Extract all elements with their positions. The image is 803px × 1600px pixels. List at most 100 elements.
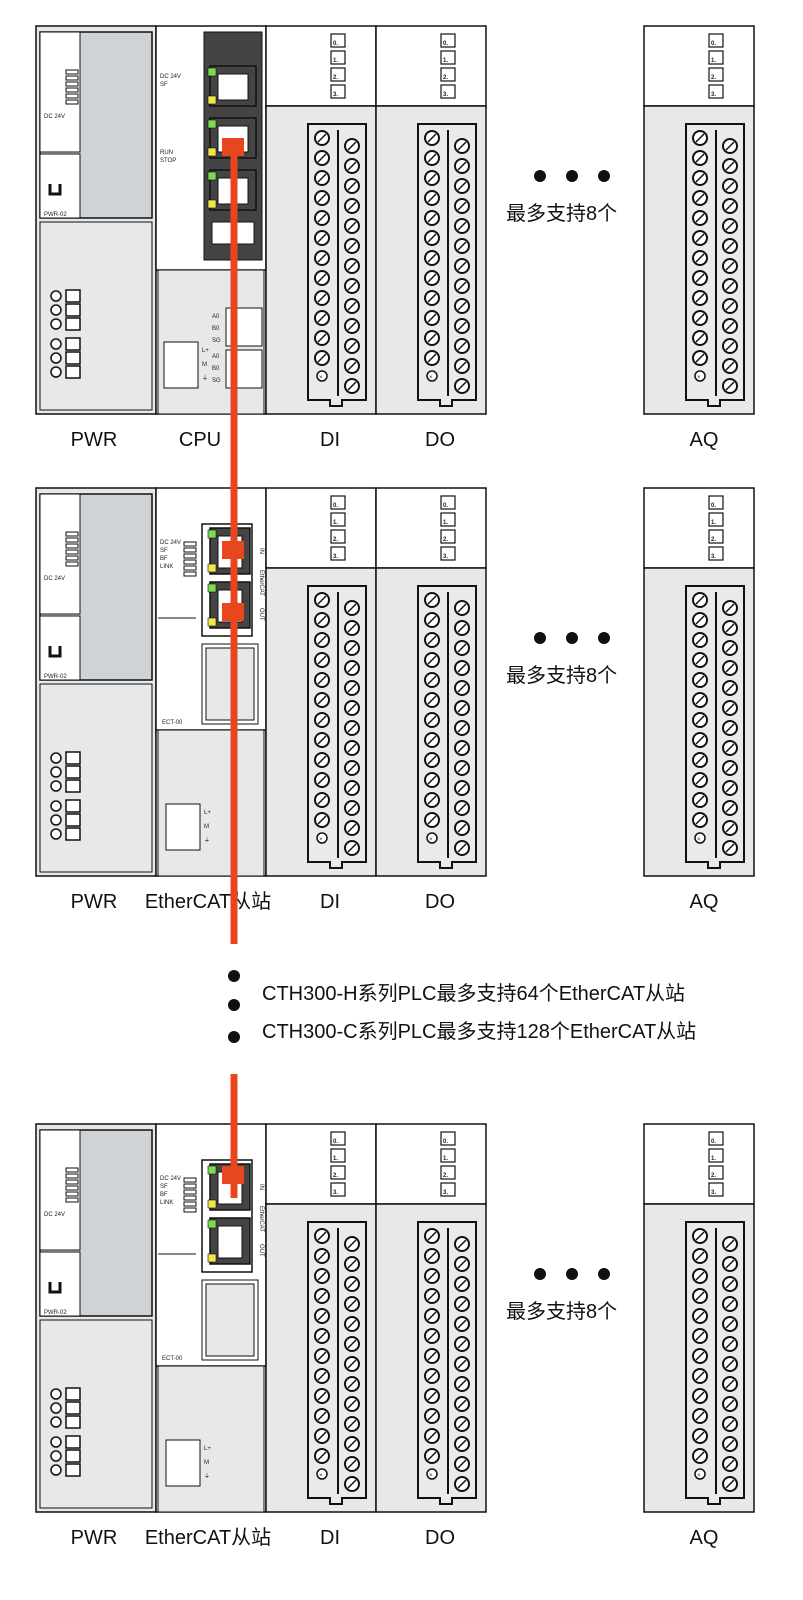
screw-cross: × — [429, 375, 433, 381]
screw-slot — [347, 321, 357, 331]
pwr-slot — [65, 317, 81, 331]
channel-box — [708, 33, 724, 48]
screw-slot — [695, 655, 705, 665]
screw-slot — [457, 643, 467, 653]
screw-slot — [725, 361, 735, 371]
pwr-voltage: DC 24V — [44, 576, 65, 582]
io-module-top — [375, 487, 487, 569]
terminal-screw-small — [426, 1468, 438, 1480]
slave-card — [205, 1283, 255, 1357]
screw-slot — [427, 735, 437, 745]
rack-label: EtherCAT从站 — [145, 1526, 271, 1549]
screw-slot — [725, 381, 735, 391]
screw-slot — [725, 643, 735, 653]
screw-slot — [347, 1359, 357, 1369]
channel-label: 1. — [333, 1156, 338, 1162]
channel-label: 1. — [711, 1156, 716, 1162]
screw-slot — [317, 815, 327, 825]
screw-slot — [695, 715, 705, 725]
screw-slot — [317, 1251, 327, 1261]
channel-label: 2. — [443, 1173, 448, 1179]
screw-slot — [347, 1459, 357, 1469]
channel-box — [330, 495, 346, 510]
channel-label: 1. — [711, 520, 716, 526]
max-modules-note: 最多支持8个 — [506, 1300, 617, 1323]
channel-box — [708, 495, 724, 510]
cpu-terminal-label: B0 — [212, 326, 220, 332]
io-module-top — [643, 487, 755, 569]
slave-led-label: LINK — [160, 1200, 173, 1206]
screw-slot — [347, 161, 357, 171]
screw-slot — [317, 193, 327, 203]
screw-slot — [347, 261, 357, 271]
screw-slot — [457, 201, 467, 211]
slave-port-in: IN — [258, 1184, 264, 1190]
rack-label: PWR — [71, 891, 118, 913]
screw-slot — [317, 253, 327, 263]
terminal-screw-small — [426, 832, 438, 844]
screw-cross: × — [697, 1473, 701, 1479]
screw-slot — [725, 803, 735, 813]
screw-slot — [347, 1279, 357, 1289]
io-module-top — [643, 25, 755, 107]
rack-label: EtherCAT从站 — [145, 890, 271, 913]
screw-slot — [317, 293, 327, 303]
screw-slot — [347, 1299, 357, 1309]
channel-box — [440, 495, 456, 510]
screw-slot — [347, 1399, 357, 1409]
screw-slot — [317, 1431, 327, 1441]
screw-slot — [695, 333, 705, 343]
screw-slot — [427, 353, 437, 363]
pwr-slot — [65, 289, 81, 303]
channel-box — [440, 1165, 456, 1180]
channel-label: 1. — [711, 58, 716, 64]
screw-slot — [695, 173, 705, 183]
slave-port-out: OUT — [258, 608, 264, 621]
screw-cross: × — [319, 837, 323, 843]
io-module-top — [265, 1123, 377, 1205]
screw-slot — [317, 1311, 327, 1321]
channel-label: 1. — [443, 58, 448, 64]
screw-slot — [457, 141, 467, 151]
screw-cross: × — [429, 1473, 433, 1479]
screw-slot — [347, 141, 357, 151]
screw-slot — [347, 1379, 357, 1389]
ellipsis-dot — [598, 1268, 610, 1280]
channel-label: 3. — [443, 92, 448, 98]
screw-slot — [427, 293, 437, 303]
bus-connector — [222, 541, 244, 559]
screw-slot — [457, 823, 467, 833]
terminal-screw-small — [694, 1468, 706, 1480]
screw-slot — [695, 313, 705, 323]
screw-slot — [317, 1271, 327, 1281]
channel-box — [330, 33, 346, 48]
screw-slot — [457, 783, 467, 793]
screw-slot — [347, 703, 357, 713]
slave-vent — [183, 541, 197, 547]
slave-vent — [183, 571, 197, 577]
screw-slot — [725, 1479, 735, 1489]
screw-slot — [457, 1339, 467, 1349]
screw-slot — [347, 1259, 357, 1269]
screw-cross: × — [697, 837, 701, 843]
pwr-slot — [65, 351, 81, 365]
screw-slot — [317, 1451, 327, 1461]
screw-slot — [347, 201, 357, 211]
pwr-vent — [65, 87, 79, 93]
screw-slot — [457, 623, 467, 633]
rack-label: DI — [320, 429, 340, 451]
screw-slot — [457, 723, 467, 733]
screw-slot — [347, 1239, 357, 1249]
channel-box — [330, 1131, 346, 1146]
screw-slot — [457, 663, 467, 673]
screw-slot — [457, 1279, 467, 1289]
screw-slot — [347, 623, 357, 633]
channel-box — [440, 1131, 456, 1146]
channel-box — [708, 67, 724, 82]
io-module-top — [265, 487, 377, 569]
bus-connector — [222, 603, 244, 621]
screw-slot — [725, 1379, 735, 1389]
pwr-slot — [65, 751, 81, 765]
screw-slot — [317, 615, 327, 625]
